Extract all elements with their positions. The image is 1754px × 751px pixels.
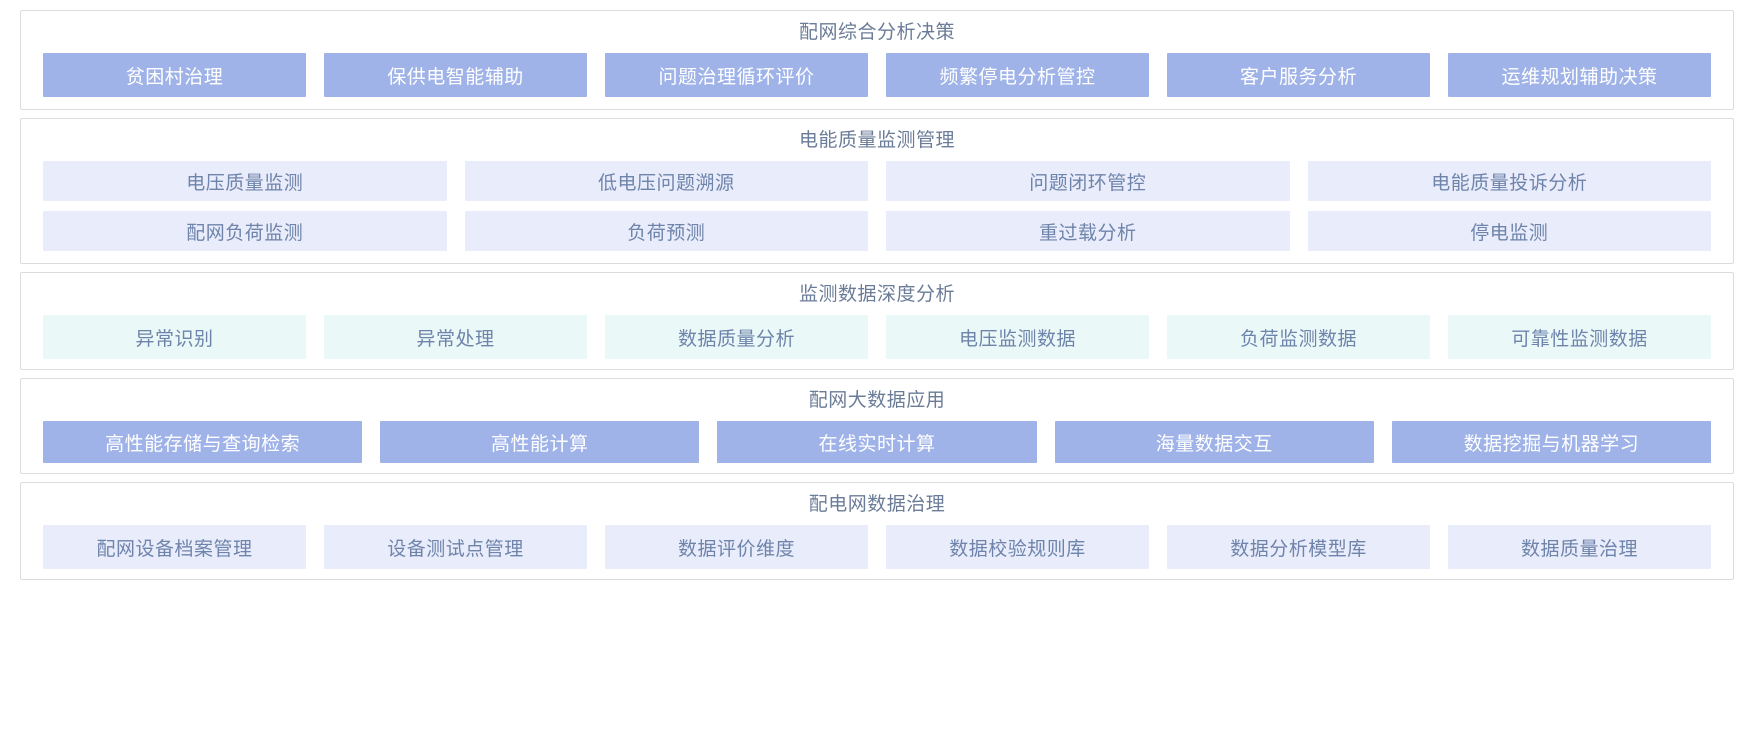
tile-button[interactable]: 数据挖掘与机器学习 [1391, 421, 1712, 463]
tile-row: 配网设备档案管理设备测试点管理数据评价维度数据校验规则库数据分析模型库数据质量治… [43, 525, 1711, 569]
tile-row: 贫困村治理保供电智能辅助问题治理循环评价频繁停电分析管控客户服务分析运维规划辅助… [43, 53, 1711, 97]
section-0: 配网综合分析决策贫困村治理保供电智能辅助问题治理循环评价频繁停电分析管控客户服务… [20, 10, 1734, 110]
tile-button[interactable]: 数据评价维度 [605, 525, 868, 569]
tile-button[interactable]: 高性能计算 [380, 421, 700, 463]
section-title: 配网综合分析决策 [798, 22, 955, 43]
tile-button[interactable]: 数据质量分析 [605, 315, 868, 359]
tile-row: 电压质量监测低电压问题溯源问题闭环管控电能质量投诉分析 [43, 161, 1711, 201]
section-title: 配电网数据治理 [808, 494, 946, 515]
tile-button[interactable]: 异常处理 [324, 315, 587, 359]
tile-button[interactable]: 高性能存储与查询检索 [43, 421, 363, 463]
tile-button[interactable]: 低电压问题溯源 [464, 161, 868, 201]
tile-button[interactable]: 异常识别 [43, 315, 306, 359]
tile-row: 异常识别异常处理数据质量分析电压监测数据负荷监测数据可靠性监测数据 [43, 315, 1711, 359]
section-title: 电能质量监测管理 [798, 130, 955, 151]
tile-button[interactable]: 数据校验规则库 [886, 525, 1149, 569]
tile-button[interactable]: 重过载分析 [886, 211, 1290, 251]
tile-button[interactable]: 配网负荷监测 [43, 211, 447, 251]
section-title: 监测数据深度分析 [798, 284, 955, 305]
tile-button[interactable]: 设备测试点管理 [324, 525, 587, 569]
section-2: 监测数据深度分析异常识别异常处理数据质量分析电压监测数据负荷监测数据可靠性监测数… [20, 272, 1734, 370]
section-3: 配网大数据应用高性能存储与查询检索高性能计算在线实时计算海量数据交互数据挖掘与机… [20, 378, 1734, 474]
tile-button[interactable]: 电能质量投诉分析 [1307, 161, 1711, 201]
tile-button[interactable]: 电压质量监测 [43, 161, 447, 201]
section-4: 配电网数据治理配网设备档案管理设备测试点管理数据评价维度数据校验规则库数据分析模… [20, 482, 1734, 580]
tile-button[interactable]: 客户服务分析 [1167, 53, 1430, 97]
section-title: 配网大数据应用 [808, 390, 946, 411]
tile-button[interactable]: 可靠性监测数据 [1448, 315, 1711, 359]
tile-button[interactable]: 数据分析模型库 [1167, 525, 1430, 569]
tile-button[interactable]: 电压监测数据 [886, 315, 1149, 359]
section-1: 电能质量监测管理电压质量监测低电压问题溯源问题闭环管控电能质量投诉分析配网负荷监… [20, 118, 1734, 264]
tile-button[interactable]: 负荷监测数据 [1167, 315, 1430, 359]
tile-button[interactable]: 问题闭环管控 [886, 161, 1290, 201]
tile-button[interactable]: 保供电智能辅助 [324, 53, 587, 97]
tile-row: 高性能存储与查询检索高性能计算在线实时计算海量数据交互数据挖掘与机器学习 [43, 421, 1712, 463]
tile-button[interactable]: 频繁停电分析管控 [886, 53, 1149, 97]
tile-button[interactable]: 配网设备档案管理 [43, 525, 306, 569]
tile-button[interactable]: 运维规划辅助决策 [1448, 53, 1711, 97]
tile-button[interactable]: 在线实时计算 [717, 421, 1037, 463]
tile-row: 配网负荷监测负荷预测重过载分析停电监测 [43, 211, 1711, 251]
tile-button[interactable]: 数据质量治理 [1448, 525, 1711, 569]
tile-button[interactable]: 停电监测 [1307, 211, 1711, 251]
tile-button[interactable]: 问题治理循环评价 [605, 53, 868, 97]
tile-button[interactable]: 海量数据交互 [1054, 421, 1374, 463]
tile-button[interactable]: 负荷预测 [464, 211, 868, 251]
tile-button[interactable]: 贫困村治理 [43, 53, 306, 97]
